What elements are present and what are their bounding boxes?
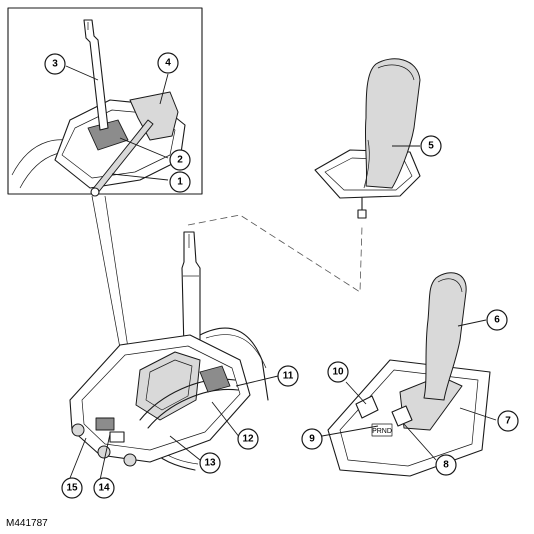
leader-14 [99, 433, 111, 481]
knob-body [364, 58, 421, 189]
leader-2 [119, 137, 169, 159]
main-lever-shaft [181, 231, 201, 351]
main-selector-assembly [69, 231, 269, 471]
callout-6-label: 6 [494, 315, 500, 326]
leader-9 [321, 425, 379, 437]
boot-frame-inner [324, 157, 413, 191]
shift-lock-solenoid [199, 365, 231, 393]
gate-channel [135, 351, 201, 421]
callout-8-label: 8 [443, 460, 449, 471]
callout-13-label: 13 [204, 458, 216, 469]
callout-9-label: 9 [309, 434, 315, 445]
leader-11 [235, 375, 279, 387]
projection-line-left [91, 195, 121, 349]
callout-1-label: 1 [177, 177, 183, 188]
knob-highlight [377, 64, 415, 81]
callout-12-label: 12 [242, 434, 254, 445]
callout-7-label: 7 [505, 416, 511, 427]
inset-bracket [129, 91, 179, 141]
inset-solenoid [87, 119, 129, 151]
gate-channel-inner [145, 359, 193, 411]
leader-4 [159, 73, 169, 105]
connector-block [95, 417, 115, 431]
selector-knob-highlight [437, 278, 463, 293]
mount-foot-2 [97, 445, 111, 459]
reference-code: M441787 [6, 518, 48, 529]
callout-9: 9 [301, 428, 323, 450]
selector-trim-assembly: PRND [327, 272, 491, 477]
harness-2 [205, 334, 267, 369]
leader-7 [459, 407, 497, 421]
base-plate-inner [81, 345, 241, 451]
callout-8: 8 [435, 454, 457, 476]
winter-mode-switch [391, 405, 413, 427]
callout-6: 6 [486, 309, 508, 331]
leader-lines [65, 65, 497, 481]
leader-8 [403, 423, 437, 461]
callout-15-label: 15 [66, 483, 78, 494]
inset-pin-head [90, 187, 100, 197]
callout-14-label: 14 [98, 483, 110, 494]
callout-2: 2 [169, 149, 191, 171]
leader-6 [457, 319, 487, 327]
gear-indicator-text: PRND [372, 428, 392, 435]
callout-5: 5 [420, 135, 442, 157]
callout-4: 4 [157, 52, 179, 74]
selector-knob [423, 272, 467, 401]
leader-15 [69, 437, 87, 479]
callout-1: 1 [169, 171, 191, 193]
exploded-view-link [187, 214, 363, 293]
projection-line-right [104, 195, 129, 349]
callout-3-label: 3 [52, 59, 58, 70]
callout-11: 11 [277, 365, 299, 387]
leader-3 [65, 65, 99, 81]
gear-indicator-panel [371, 423, 393, 437]
leader-12 [211, 401, 241, 439]
leader-10 [345, 381, 367, 405]
callout-10-label: 10 [332, 367, 344, 378]
inset-lever-shaft [83, 19, 109, 131]
connector-clip [109, 431, 125, 443]
knob-boot-assembly [314, 58, 421, 219]
sensor-arc-inner [147, 388, 239, 429]
callout-12: 12 [237, 428, 259, 450]
sport-mode-switch [355, 395, 379, 419]
callout-7: 7 [497, 410, 519, 432]
trim-panel-inner [339, 369, 479, 467]
knob-stem-nut [357, 209, 367, 219]
detail-inset [7, 7, 203, 349]
callout-11-label: 11 [283, 371, 294, 382]
mount-foot-1 [71, 423, 85, 437]
mount-foot-3 [123, 453, 137, 467]
inset-frame [7, 7, 203, 195]
callout-15: 15 [61, 477, 83, 499]
leader-1 [111, 173, 169, 181]
callout-4-label: 4 [165, 58, 171, 69]
callout-3: 3 [44, 53, 66, 75]
callout-14: 14 [93, 477, 115, 499]
leader-13 [169, 435, 201, 461]
callout-10: 10 [327, 361, 349, 383]
callout-5-label: 5 [428, 141, 434, 152]
callout-13: 13 [199, 452, 221, 474]
callout-2-label: 2 [177, 155, 183, 166]
boot-fold [363, 139, 370, 189]
